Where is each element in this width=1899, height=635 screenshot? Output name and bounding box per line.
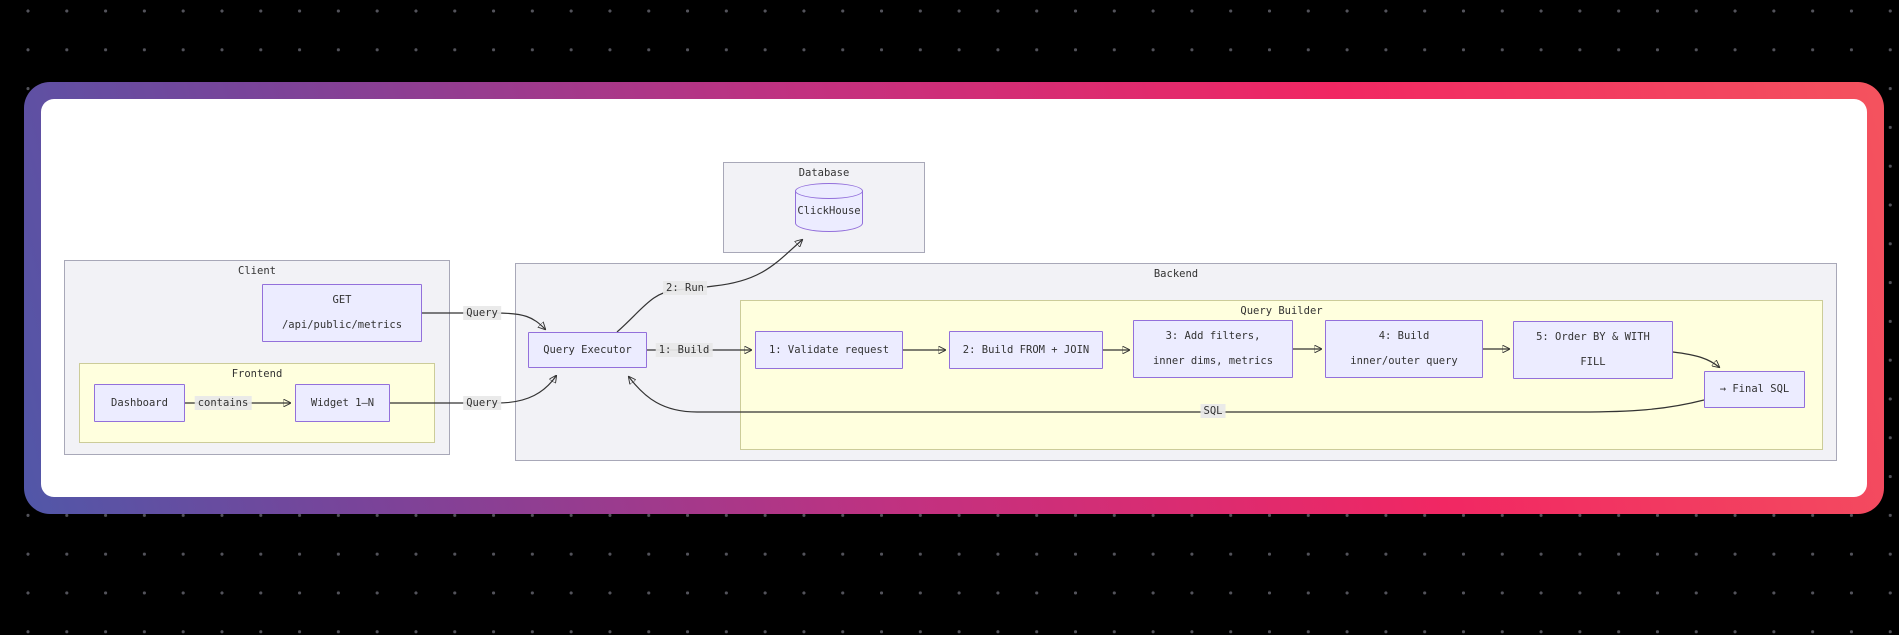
node-step4-line2: inner/outer query (1350, 355, 1458, 367)
cluster-frontend-label: Frontend (231, 368, 283, 380)
node-dashboard-label: Dashboard (111, 396, 168, 409)
edge-label-build: 1: Build (655, 343, 713, 357)
node-step3-add-filters: 3: Add filters, inner dims, metrics (1133, 320, 1293, 378)
node-dashboard: Dashboard (94, 384, 185, 422)
node-get-api: GET /api/public/metrics (262, 284, 422, 342)
edge-label-contains: contains (194, 396, 252, 410)
edge-label-query-get: Query (463, 306, 501, 320)
edge-label-run: 2: Run (663, 281, 707, 295)
node-step1-validate: 1: Validate request (755, 331, 903, 369)
node-step2-label: 2: Build FROM + JOIN (962, 343, 1090, 356)
node-final-sql-label: → Final SQL (1719, 383, 1790, 395)
cylinder-top (795, 183, 863, 199)
node-step4-line1: 4: Build (1378, 330, 1430, 342)
node-step2-build-from-join: 2: Build FROM + JOIN (949, 331, 1103, 369)
cluster-database-label: Database (798, 167, 850, 179)
node-widget: Widget 1–N (295, 384, 390, 422)
node-query-executor: Query Executor (528, 332, 647, 368)
cluster-query-builder-label: Query Builder (1240, 305, 1323, 317)
node-step3-line1: 3: Add filters, (1165, 330, 1261, 342)
node-get-api-line2: /api/public/metrics (281, 319, 403, 331)
node-step5-line1: 5: Order BY & WITH (1536, 331, 1650, 343)
node-step1-label: 1: Validate request (768, 343, 890, 356)
node-widget-label: Widget 1–N (310, 396, 375, 409)
node-step5-line2: FILL (1580, 356, 1606, 368)
cluster-database: Database (723, 162, 925, 253)
node-step3-line2: inner dims, metrics (1152, 355, 1274, 367)
node-clickhouse: ClickHouse (795, 183, 863, 232)
node-get-api-line1: GET (332, 294, 352, 306)
node-step5-order-by: 5: Order BY & WITH FILL (1513, 321, 1673, 379)
node-step4-build-query: 4: Build inner/outer query (1325, 320, 1483, 378)
node-clickhouse-label: ClickHouse (797, 205, 861, 217)
edge-label-sql: SQL (1200, 404, 1226, 418)
node-final-sql: → Final SQL (1704, 371, 1805, 408)
node-query-executor-label: Query Executor (543, 343, 632, 356)
cluster-client-label: Client (238, 265, 276, 277)
edge-label-query-widget: Query (463, 396, 501, 410)
cluster-backend-label: Backend (1153, 268, 1199, 280)
